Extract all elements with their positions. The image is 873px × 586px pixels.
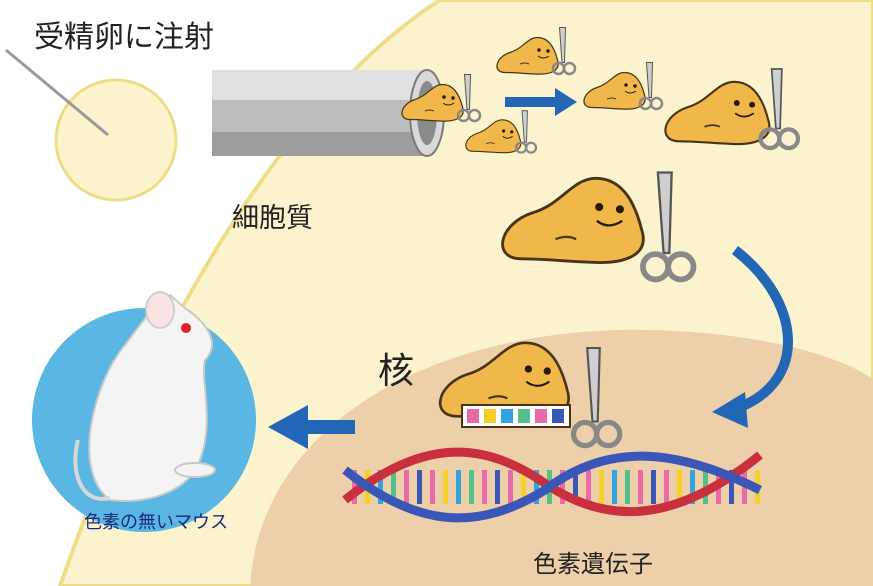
dna-base-pair bbox=[677, 470, 682, 504]
dna-base-pair bbox=[482, 470, 487, 504]
dna-base-pair bbox=[404, 470, 409, 504]
dna-base-pair bbox=[586, 470, 591, 504]
guide-rna-base bbox=[501, 409, 513, 423]
dna-base-pair bbox=[664, 470, 669, 504]
dna-helix-icon bbox=[342, 447, 763, 523]
dna-base-pair bbox=[573, 470, 578, 504]
injection-needle-icon bbox=[5, 48, 109, 137]
arrow-icon bbox=[505, 88, 577, 116]
dna-base-pair bbox=[690, 470, 695, 504]
guide-rna-base bbox=[467, 409, 479, 423]
dna-base-pair bbox=[469, 470, 474, 504]
dna-base-pair bbox=[729, 470, 734, 504]
gene-label: 色素遺伝子 bbox=[533, 550, 653, 578]
white-mouse-icon bbox=[73, 291, 216, 502]
nucleus-region bbox=[250, 329, 873, 586]
dna-base-pair bbox=[495, 470, 500, 504]
dna-base-pair bbox=[378, 470, 383, 504]
guide-rna-base bbox=[552, 409, 564, 423]
dna-base-pair bbox=[625, 470, 630, 504]
arrow-icon bbox=[712, 246, 793, 428]
guide-rna-base bbox=[484, 409, 496, 423]
dna-base-pair bbox=[508, 470, 513, 504]
guide-rna-base bbox=[535, 409, 547, 423]
dna-base-pair bbox=[391, 470, 396, 504]
dna-base-pair bbox=[521, 470, 526, 504]
dna-base-pair bbox=[417, 470, 422, 504]
dna-base-pair bbox=[534, 470, 539, 504]
mouse-label: 色素の無いマウス bbox=[84, 512, 228, 533]
dna-base-pair bbox=[560, 470, 565, 504]
dna-base-pair bbox=[456, 470, 461, 504]
dna-base-pair bbox=[443, 470, 448, 504]
title-label: 受精卵に注射 bbox=[34, 20, 214, 55]
dna-base-pair bbox=[430, 470, 435, 504]
arrow-icon bbox=[268, 405, 355, 449]
dna-base-pair bbox=[638, 470, 643, 504]
nucleus-label: 核 bbox=[378, 351, 415, 392]
dna-base-pair bbox=[352, 470, 357, 504]
guide-rna-icon bbox=[461, 404, 571, 428]
egg-icon bbox=[54, 78, 178, 202]
guide-rna-base bbox=[518, 409, 530, 423]
cytoplasm-label: 細胞質 bbox=[232, 203, 313, 234]
dna-base-pair bbox=[599, 470, 604, 504]
dna-base-pair bbox=[651, 470, 656, 504]
dna-base-pair bbox=[612, 470, 617, 504]
